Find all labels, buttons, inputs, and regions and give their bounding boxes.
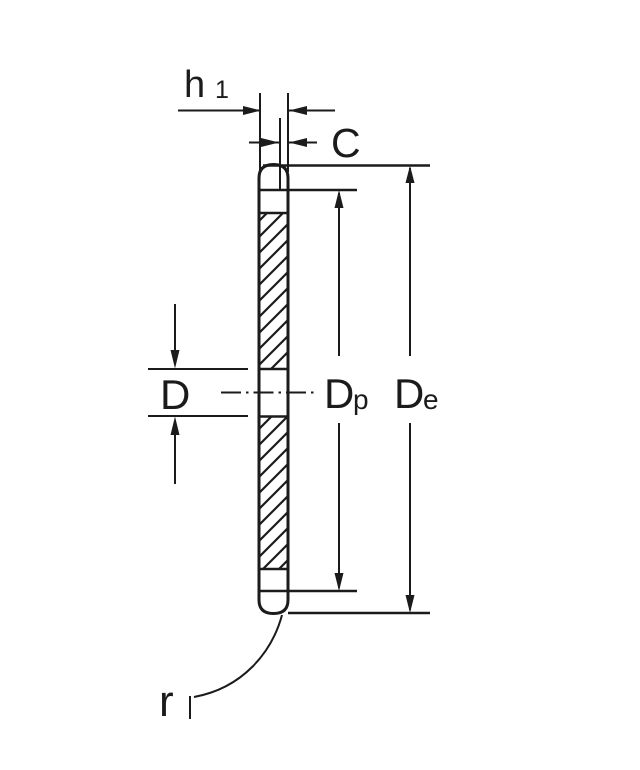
c-arrow-right: [289, 138, 307, 147]
dimension-r: r: [159, 614, 283, 726]
dp-arrow-top: [334, 190, 344, 208]
c-label: C: [331, 120, 361, 166]
dp-arrow-bottom: [334, 573, 344, 591]
de-label-subscript: e: [423, 384, 439, 415]
h1-label-subscript: 1: [215, 76, 229, 104]
de-arrow-top: [405, 165, 415, 183]
h1-label: h: [184, 64, 205, 106]
d-label: D: [160, 371, 190, 418]
dp-label: D: [324, 370, 354, 417]
d-arrow-top: [170, 350, 180, 369]
r-leader-curve: [193, 614, 283, 698]
dimension-h1: h 1: [178, 64, 335, 172]
sprocket-body: [221, 118, 317, 616]
h1-arrow-left: [243, 106, 261, 115]
r-label: r: [159, 677, 174, 726]
h1-arrow-right: [289, 106, 307, 115]
dimension-de: D e: [263, 164, 439, 615]
de-label: D: [394, 370, 424, 417]
dimension-dp: D p: [259, 188, 369, 593]
hatch-section-lower: [257, 415, 290, 571]
de-arrow-bottom: [405, 595, 415, 613]
hatch-section-upper: [257, 211, 290, 371]
dp-label-subscript: p: [353, 384, 369, 415]
d-arrow-bottom: [170, 416, 180, 435]
c-arrow-left: [261, 138, 279, 147]
dimension-d: D: [148, 304, 248, 484]
dimension-c: C: [249, 120, 361, 166]
